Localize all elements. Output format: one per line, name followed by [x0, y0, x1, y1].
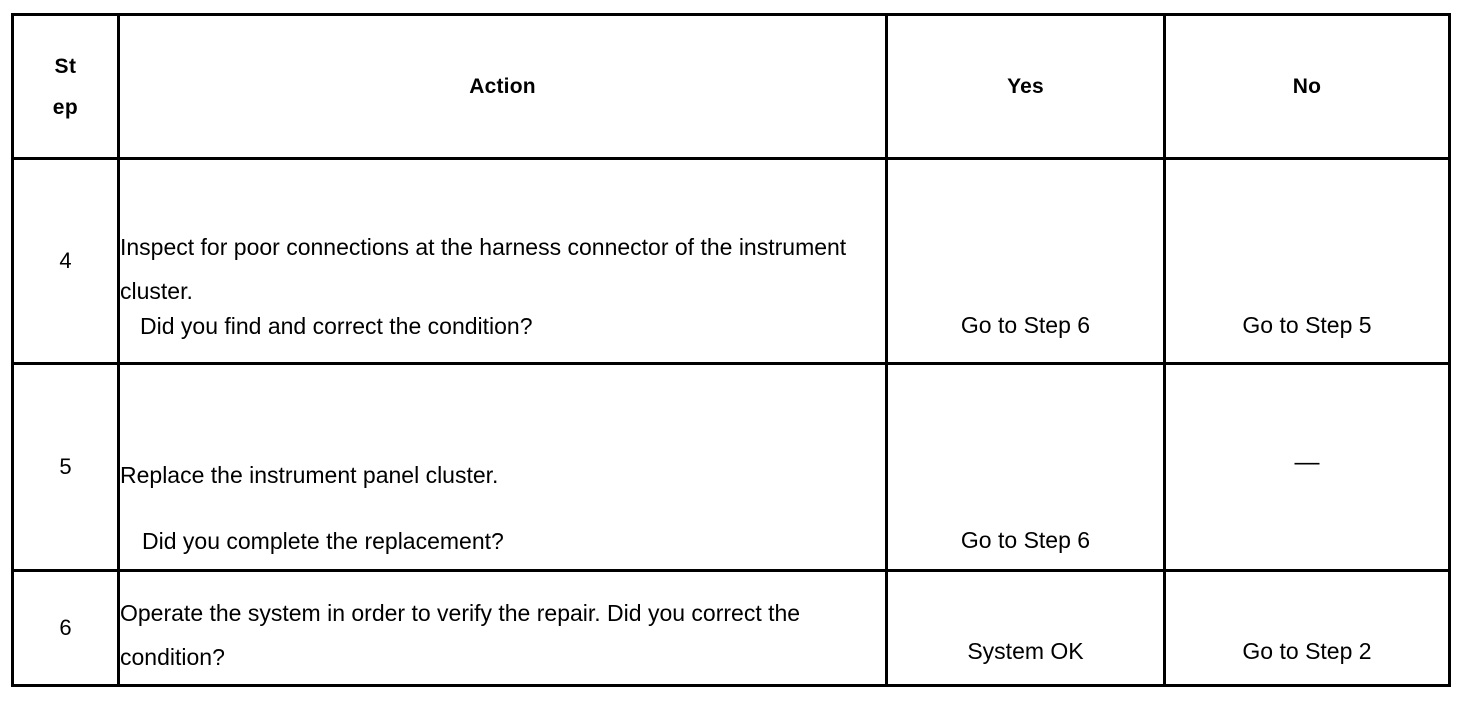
action-question: Did you complete the replacement? — [142, 528, 504, 554]
cell-yes-answer: Go to Step 6 — [885, 362, 1166, 572]
yes-answer-text: Go to Step 6 — [960, 527, 1091, 553]
column-header-yes: Yes — [885, 13, 1166, 160]
action-instruction: Replace the instrument panel cluster. — [120, 461, 499, 488]
table-row: 5 Replace the instrument panel cluster. … — [11, 362, 1451, 572]
column-header-no: No — [1163, 13, 1451, 160]
cell-action: Inspect for poor connections at the harn… — [117, 157, 888, 365]
action-question: Did you find and correct the condition? — [140, 313, 533, 339]
cell-yes-answer: Go to Step 6 — [885, 157, 1166, 365]
cell-yes-answer: System OK — [885, 569, 1166, 687]
cell-no-answer: — — [1163, 362, 1451, 572]
table-header-row: St ep Action Yes No — [11, 13, 1451, 160]
no-answer-text: Go to Step 2 — [1242, 638, 1372, 664]
cell-action: Operate the system in order to verify th… — [117, 569, 888, 687]
action-instruction: Operate the system in order to verify th… — [120, 599, 801, 670]
no-answer-text: — — [1294, 448, 1320, 476]
cell-no-answer: Go to Step 5 — [1163, 157, 1451, 365]
cell-step-number: 5 — [11, 362, 120, 572]
diagnostic-step-table: St ep Action Yes No 4 Inspect for poor c… — [11, 13, 1451, 687]
no-answer-text: Go to Step 5 — [1242, 312, 1372, 338]
table-row: 6 Operate the system in order to verify … — [11, 569, 1451, 687]
table-row: 4 Inspect for poor connections at the ha… — [11, 157, 1451, 365]
yes-answer-text: System OK — [967, 638, 1084, 664]
column-header-step-line2: ep — [52, 95, 79, 119]
column-header-step-line1: St — [54, 54, 77, 78]
action-instruction: Inspect for poor connections at the harn… — [120, 233, 847, 304]
column-header-action: Action — [117, 13, 888, 160]
cell-step-number: 6 — [11, 569, 120, 687]
cell-action: Replace the instrument panel cluster. Di… — [117, 362, 888, 572]
yes-answer-text: Go to Step 6 — [960, 312, 1091, 338]
cell-step-number: 4 — [11, 157, 120, 365]
cell-no-answer: Go to Step 2 — [1163, 569, 1451, 687]
column-header-step: St ep — [11, 13, 120, 160]
